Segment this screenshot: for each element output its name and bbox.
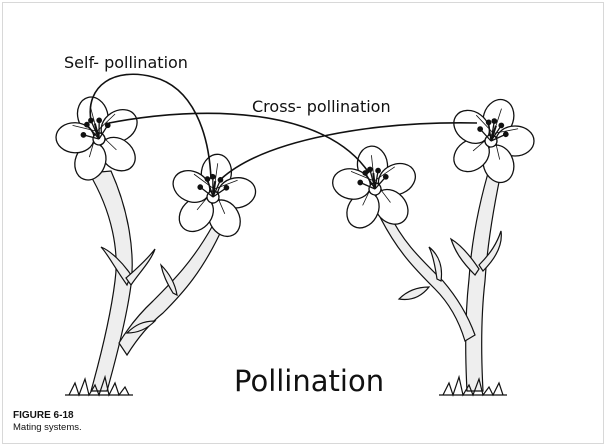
- self-pollination-label: Self- pollination: [64, 53, 188, 72]
- figure-number: FIGURE 6-18: [13, 410, 74, 421]
- cross-pollination-arrows: [109, 113, 477, 179]
- figure-caption: Mating systems.: [13, 422, 82, 433]
- flower-right-lower: [325, 141, 425, 237]
- diagram-title: Pollination: [234, 364, 384, 398]
- cross-pollination-label: Cross- pollination: [252, 97, 391, 116]
